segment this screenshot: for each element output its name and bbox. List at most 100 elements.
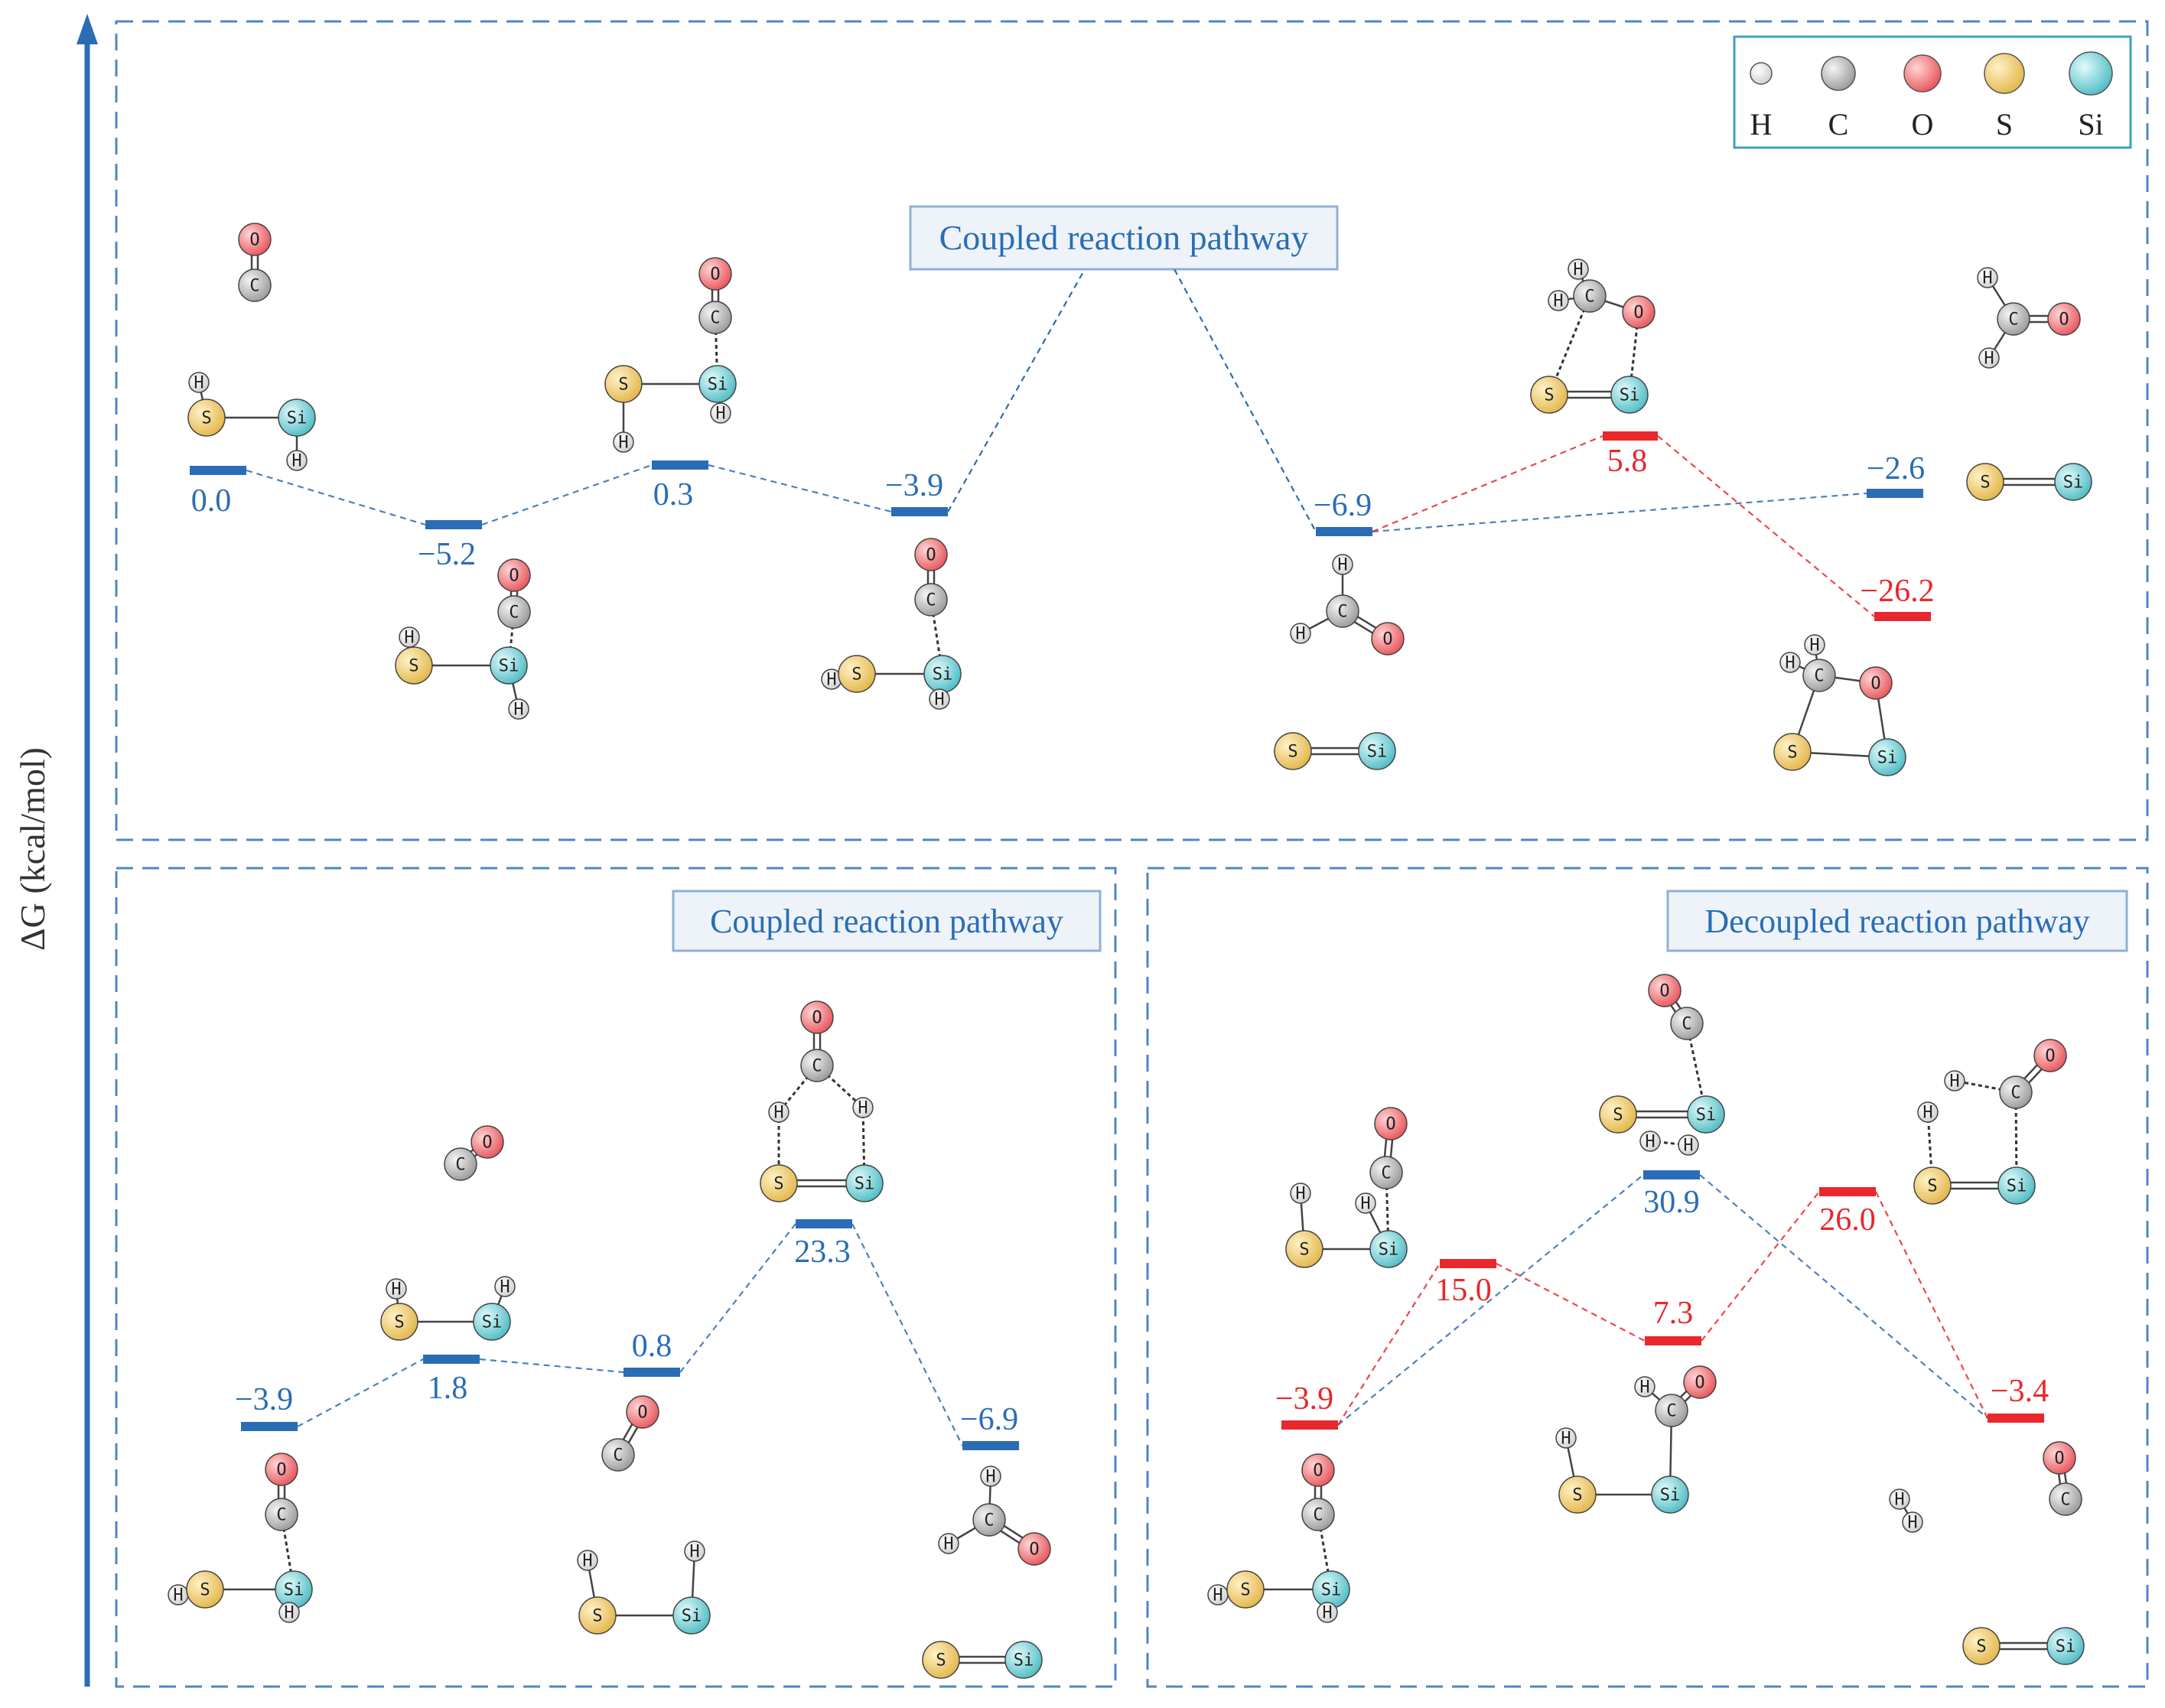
svg-text:H: H	[1922, 1104, 1932, 1123]
connector-line	[246, 469, 426, 526]
energy-value-label: 1.8	[428, 1371, 468, 1406]
o-atom-icon: O	[1301, 1453, 1335, 1487]
energy-value-label: 15.0	[1435, 1273, 1492, 1308]
si-atom-icon: Si	[1312, 1570, 1350, 1609]
h-atom-icon: H	[577, 1550, 598, 1571]
svg-text:H: H	[985, 1468, 995, 1487]
connector-line	[1174, 268, 1317, 532]
si-atom-icon: Si	[278, 399, 316, 437]
svg-text:Si: Si	[1877, 749, 1898, 768]
svg-text:H: H	[391, 1280, 401, 1300]
si-atom-icon: Si	[672, 1596, 711, 1635]
o-atom-icon: O	[238, 223, 272, 256]
h-atom-icon: H	[1555, 1427, 1577, 1449]
y-axis: ΔG (kcal/mol)	[13, 14, 98, 1687]
h-atom-icon: H	[938, 1533, 959, 1554]
h-atom-icon: H	[1568, 259, 1589, 280]
svg-text:H: H	[934, 691, 944, 710]
svg-text:H: H	[1561, 1430, 1571, 1449]
energy-value-label: 0.3	[653, 477, 694, 512]
svg-text:C: C	[1313, 1506, 1323, 1525]
h-atom-icon: H	[613, 431, 634, 453]
svg-text:S: S	[1572, 1486, 1582, 1505]
energy-value-label: 0.0	[191, 483, 232, 519]
svg-text:Si: Si	[2007, 1177, 2027, 1196]
svg-text:Si: Si	[287, 409, 308, 428]
si-atom-icon: Si	[2046, 1627, 2085, 1665]
svg-text:H: H	[1639, 1378, 1649, 1397]
s-atom-icon: S	[395, 646, 433, 685]
energy-level-bar	[1603, 431, 1658, 441]
connector-line	[1372, 434, 1603, 533]
svg-text:S: S	[200, 1581, 210, 1600]
svg-text:H: H	[1553, 292, 1563, 311]
legend-h-label: H	[1750, 107, 1773, 142]
energy-level-bar	[1316, 527, 1372, 536]
h-atom-icon: H	[1332, 554, 1353, 575]
legend-c-atom-icon	[1821, 56, 1856, 91]
h-atom-icon: H	[1634, 1376, 1655, 1397]
energy-level-bar	[1643, 1170, 1700, 1179]
svg-text:Si: Si	[284, 1581, 304, 1600]
svg-text:O: O	[1029, 1540, 1039, 1560]
si-atom-icon: Si	[1687, 1095, 1725, 1134]
energy-level-bar	[1874, 612, 1931, 621]
h-atom-icon: H	[1889, 1488, 1910, 1510]
svg-text:C: C	[2010, 1084, 2020, 1103]
energy-value-label: −6.9	[960, 1402, 1018, 1437]
svg-text:O: O	[926, 546, 936, 565]
s-atom-icon: S	[922, 1641, 960, 1679]
svg-text:S: S	[1299, 1241, 1309, 1260]
h-atom-icon: H	[929, 688, 950, 710]
h-atom-icon: H	[188, 372, 210, 393]
legend-o-label: O	[1912, 107, 1934, 142]
o-atom-icon: O	[1622, 295, 1655, 329]
si-atom-icon: Si	[1610, 376, 1649, 414]
svg-text:S: S	[1613, 1106, 1623, 1125]
c-atom-icon: C	[698, 301, 732, 334]
svg-text:Si: Si	[1367, 743, 1388, 762]
svg-text:O: O	[2059, 311, 2069, 330]
svg-text:S: S	[851, 665, 861, 685]
c-atom-icon: C	[444, 1147, 477, 1181]
si-atom-icon: Si	[1004, 1641, 1043, 1679]
h-atom-icon: H	[1290, 623, 1311, 644]
svg-text:H: H	[618, 434, 628, 453]
svg-text:O: O	[1870, 675, 1880, 694]
h-atom-icon: H	[710, 402, 731, 424]
connector-line	[1337, 1263, 1441, 1426]
energy-value-label: 0.8	[632, 1329, 672, 1364]
svg-text:H: H	[291, 452, 301, 471]
energy-value-label: 5.8	[1607, 444, 1648, 479]
svg-text:S: S	[618, 376, 628, 395]
svg-text:H: H	[1809, 636, 1819, 656]
energy-level-bar	[1988, 1414, 2044, 1423]
molecule-co-bl-a: OC	[444, 1125, 504, 1181]
h-atom-icon: H	[1290, 1183, 1311, 1204]
h-atom-icon: H	[1978, 347, 2000, 369]
si-atom-icon: Si	[923, 655, 962, 693]
c-atom-icon: C	[2049, 1482, 2082, 1516]
c-atom-icon: C	[972, 1503, 1006, 1537]
molecule-co-bl-b: OC	[601, 1395, 659, 1472]
si-atom-icon: Si	[845, 1164, 884, 1202]
energy-value-label: 23.3	[794, 1235, 851, 1270]
svg-text:O: O	[637, 1404, 647, 1423]
s-atom-icon: S	[380, 1303, 418, 1341]
svg-text:O: O	[2054, 1449, 2064, 1469]
svg-text:C: C	[984, 1511, 994, 1531]
svg-text:C: C	[2008, 311, 2018, 330]
energy-value-label: −5.2	[418, 537, 476, 572]
connector-line	[679, 1223, 796, 1373]
svg-text:H: H	[826, 671, 836, 690]
svg-text:C: C	[2060, 1491, 2070, 1510]
c-atom-icon: C	[1326, 594, 1359, 628]
h-atom-icon: H	[1902, 1511, 1923, 1533]
connector-line	[1496, 1263, 1646, 1342]
